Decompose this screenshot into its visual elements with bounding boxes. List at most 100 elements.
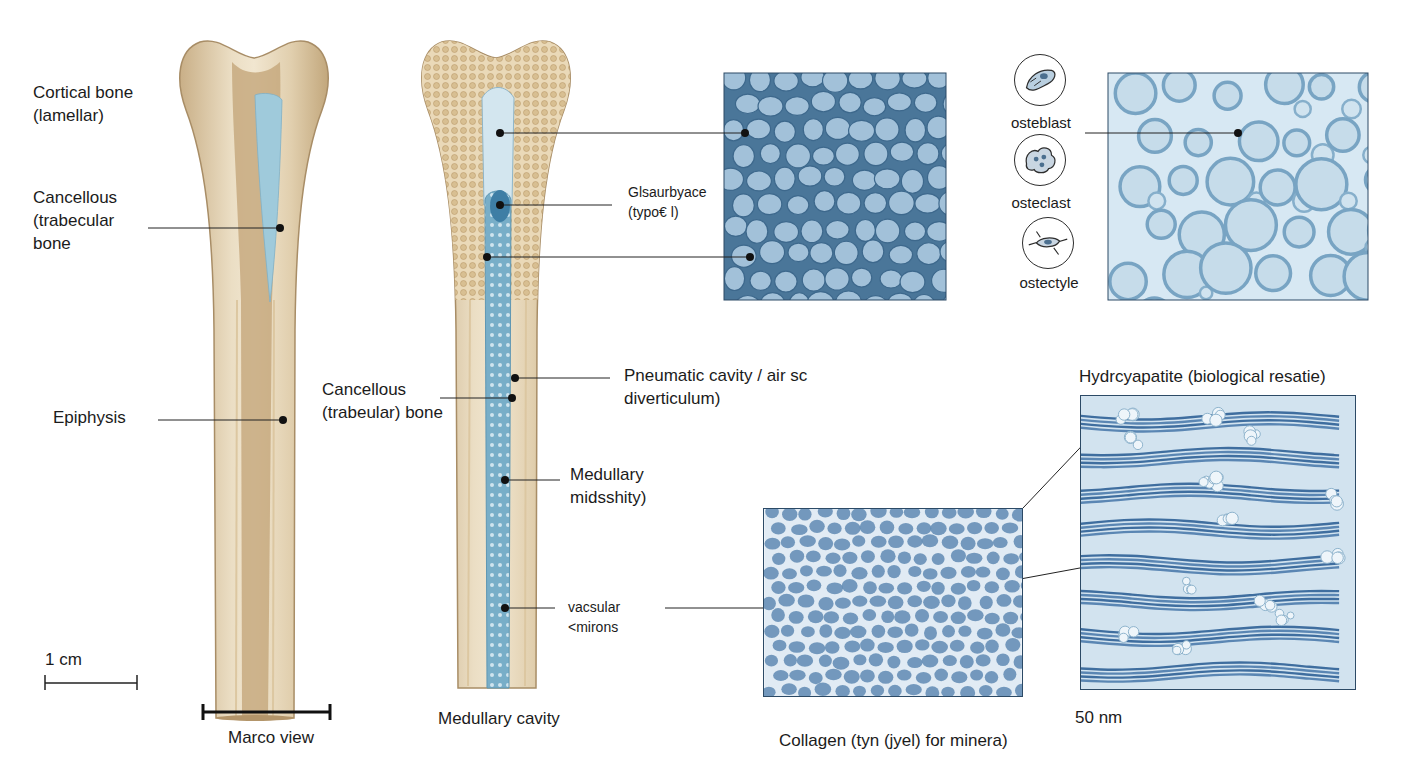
section-bone — [404, 30, 590, 688]
micrograph-texture — [888, 535, 904, 548]
panel-caption: Hydrcyapatite (biological resatie) — [1079, 367, 1326, 386]
micrograph-texture — [850, 626, 866, 639]
micrograph-texture — [943, 655, 957, 666]
micrograph-panel — [1163, 69, 1195, 101]
micrograph-panel — [864, 142, 888, 166]
micrograph-texture — [877, 642, 893, 653]
micrograph-panel — [1148, 193, 1165, 210]
micrograph-texture — [940, 567, 956, 579]
micrograph-texture — [860, 639, 875, 652]
micrograph-panel — [1217, 329, 1238, 350]
micrograph-panel — [875, 67, 901, 90]
micrograph-panel — [731, 245, 756, 267]
micrograph-panel — [1108, 66, 1408, 349]
micrograph-panel — [718, 168, 744, 190]
micrograph-texture — [860, 520, 876, 534]
micrograph-texture — [798, 594, 815, 607]
micrograph-panel — [813, 147, 835, 165]
leader-dot — [1234, 129, 1242, 137]
micrograph-panel: Collagen (tyn (jyel) for minera) — [763, 508, 1023, 697]
part-label: Pneumatic cavity / air sc diverticulum) — [624, 364, 809, 410]
micrograph-panel — [1108, 73, 1368, 300]
micrograph-panel — [901, 169, 923, 193]
cell-symbol — [1015, 135, 1065, 185]
micrograph-texture — [925, 686, 939, 696]
micrograph-texture — [1118, 409, 1129, 420]
micrograph-panel — [855, 220, 875, 242]
micrograph-panel — [798, 166, 822, 186]
micrograph-texture — [923, 596, 940, 609]
micrograph-texture — [1125, 432, 1136, 443]
micrograph-texture — [851, 509, 866, 521]
micrograph-texture — [798, 687, 811, 696]
micrograph-panel — [747, 171, 772, 191]
micrograph-texture — [966, 553, 982, 564]
micrograph-panel — [788, 243, 809, 262]
micrograph-texture — [1081, 662, 1339, 669]
micrograph-texture — [844, 641, 860, 653]
micrograph-texture — [942, 625, 955, 637]
micrograph-panel — [835, 143, 859, 165]
micrograph-texture — [861, 550, 875, 563]
micrograph-texture — [863, 581, 877, 594]
leader-line — [158, 420, 283, 421]
micrograph-panel — [758, 96, 783, 116]
part-label: Cortical bone (lamellar) — [33, 81, 163, 127]
micrograph-panel — [826, 220, 849, 239]
leader-line — [665, 608, 763, 609]
micrograph-texture — [1081, 531, 1339, 538]
micrograph-texture — [907, 595, 922, 607]
micrograph-texture — [995, 623, 1010, 636]
micrograph-panel — [761, 293, 785, 314]
micrograph-texture — [818, 597, 833, 611]
micrograph-texture — [897, 582, 912, 594]
micrograph-texture — [1081, 670, 1339, 677]
micrograph-texture — [816, 566, 832, 577]
micrograph-texture — [967, 609, 984, 621]
micrograph-texture — [922, 655, 939, 668]
micrograph-panel — [928, 67, 950, 88]
micrograph-texture — [1014, 535, 1022, 548]
micrograph-texture — [764, 625, 779, 638]
leader-dot — [483, 253, 491, 261]
micrograph-texture — [996, 687, 1012, 696]
micrograph-texture — [764, 597, 776, 610]
micrograph-texture — [818, 509, 833, 518]
micrograph-panel — [839, 92, 861, 112]
micrograph-texture — [842, 579, 858, 593]
micrograph-panel — [1370, 299, 1408, 338]
micrograph-panel — [718, 66, 967, 318]
micrograph-texture — [1013, 595, 1022, 607]
macro-bone — [273, 300, 274, 716]
micrograph-texture — [781, 683, 796, 695]
micrograph-texture — [843, 612, 858, 624]
micrograph-texture — [951, 583, 966, 595]
micrograph-texture — [771, 581, 785, 594]
cell-symbol — [1026, 148, 1055, 173]
micrograph-texture — [881, 610, 894, 623]
micrograph-panel — [825, 268, 849, 290]
micrograph-texture — [834, 627, 850, 639]
micrograph-texture — [764, 509, 1022, 696]
micrograph-panel — [774, 121, 795, 142]
micrograph-texture — [1254, 595, 1265, 606]
leader-dot — [508, 394, 516, 402]
section-bone — [468, 300, 470, 686]
micrograph-texture — [905, 623, 919, 636]
micrograph-texture — [845, 522, 861, 535]
cell-symbol — [1036, 238, 1059, 247]
micrograph-texture — [853, 654, 866, 665]
micrograph-texture — [765, 655, 778, 667]
micrograph-panel — [1295, 101, 1311, 117]
scale-bar — [45, 675, 330, 720]
micrograph-texture — [931, 582, 944, 595]
micrograph-panel — [735, 94, 760, 113]
leader-line — [148, 228, 280, 229]
micrograph-texture — [917, 522, 932, 534]
micrograph-texture — [1210, 414, 1222, 426]
micrograph-texture — [933, 611, 948, 623]
micrograph-texture — [957, 509, 974, 519]
panel-border — [724, 73, 946, 300]
micrograph-texture — [1004, 580, 1019, 593]
micrograph-panel — [1260, 170, 1295, 205]
